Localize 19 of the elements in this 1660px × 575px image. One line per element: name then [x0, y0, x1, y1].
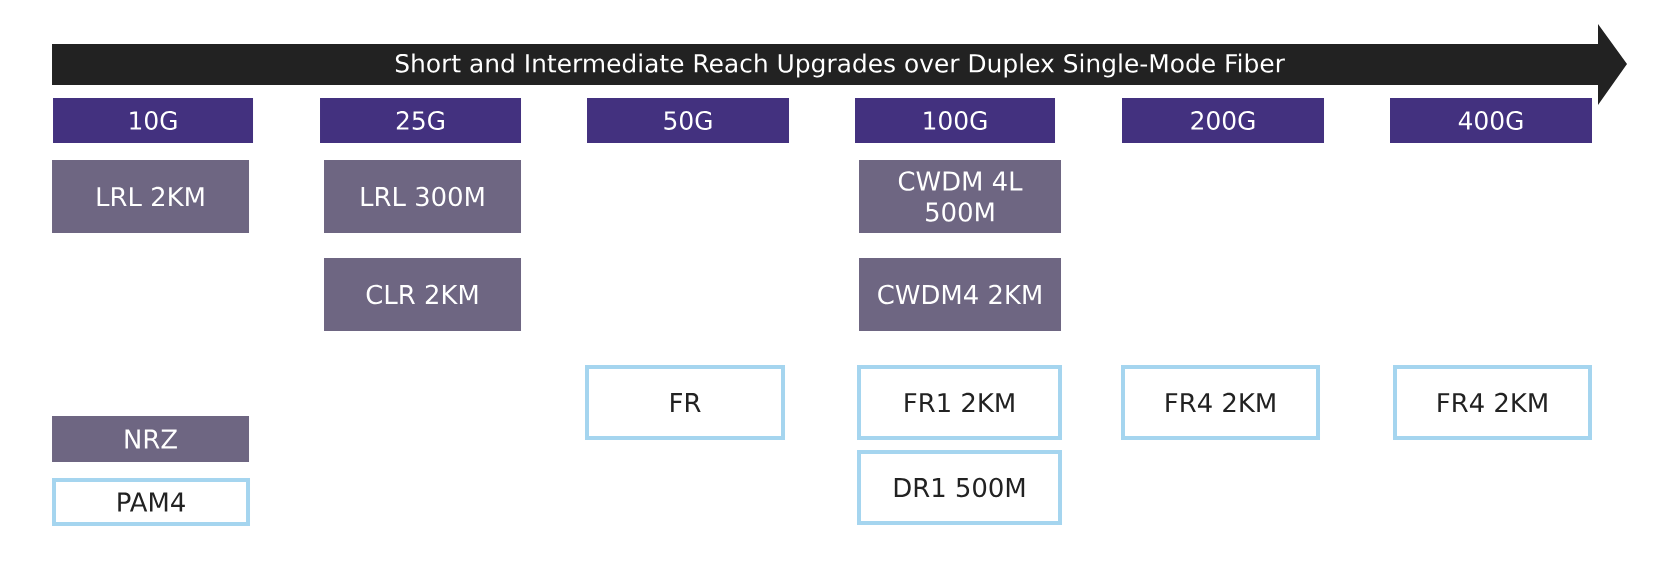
speed-header: 10G	[53, 98, 253, 143]
speed-header: 100G	[855, 98, 1055, 143]
speed-header: 50G	[587, 98, 789, 143]
standard-box: CWDM4 2KM	[859, 258, 1061, 331]
standard-box: LRL 300M	[324, 160, 521, 233]
standard-box: LRL 2KM	[52, 160, 249, 233]
standard-box: CWDM 4L 500M	[859, 160, 1061, 233]
standard-box: FR4 2KM	[1393, 365, 1592, 440]
speed-header: 400G	[1390, 98, 1592, 143]
standard-box: FR	[585, 365, 785, 440]
legend-key: NRZ	[52, 416, 249, 462]
arrow-banner: Short and Intermediate Reach Upgrades over Duplex Single-Mode Fiber	[52, 24, 1627, 105]
speed-header: 25G	[320, 98, 521, 143]
speed-header: 200G	[1122, 98, 1324, 143]
legend-key: PAM4	[52, 478, 250, 526]
standard-box: CLR 2KM	[324, 258, 521, 331]
standard-box: FR1 2KM	[857, 365, 1062, 440]
standard-box: FR4 2KM	[1121, 365, 1320, 440]
standard-box: DR1 500M	[857, 450, 1062, 525]
